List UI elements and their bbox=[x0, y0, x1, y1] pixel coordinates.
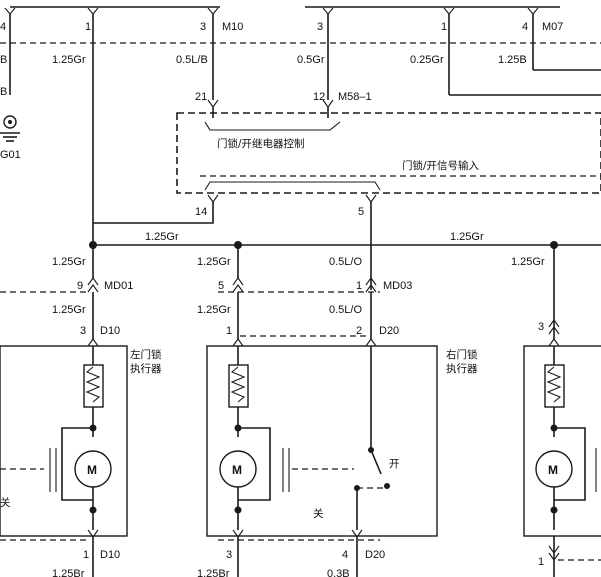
left-actuator: 1.25Gr 9 MD01 1.25Gr 3 D10 左门锁 执行器 M 关 1… bbox=[0, 245, 162, 577]
mid-pin-2: 2 bbox=[356, 325, 362, 337]
top-pin-4b: 4 bbox=[522, 21, 528, 33]
left-pin-9: 9 bbox=[77, 280, 83, 292]
mid-wire-a: 1.25Gr bbox=[197, 256, 231, 268]
mid-wire-c: 1.25Gr bbox=[197, 304, 231, 316]
wire-05gr-top: 0.5Gr bbox=[297, 54, 325, 66]
pin-21: 21 bbox=[195, 91, 207, 103]
mid-wire-out-2: 0.3B bbox=[327, 568, 350, 577]
door-lock-controller: 门锁/开继电器控制 门锁/开信号输入 14 5 bbox=[93, 112, 601, 290]
connector-d20: D20 bbox=[379, 325, 399, 337]
left-wire-in: 1.25Gr bbox=[52, 256, 86, 268]
connector-m58-1: M58–1 bbox=[338, 91, 372, 103]
left-wire-in2: 1.25Gr bbox=[52, 304, 86, 316]
left-actuator-label-2: 执行器 bbox=[130, 362, 162, 375]
switch-close-label: 关 bbox=[313, 507, 324, 520]
switch-open-label: 开 bbox=[389, 458, 400, 470]
mid-actuator-label-2: 执行器 bbox=[446, 362, 478, 375]
ground-g01: G01 bbox=[0, 149, 21, 161]
wire-05lb-top: 0.5L/B bbox=[176, 54, 208, 66]
connector-d10: D10 bbox=[100, 325, 120, 337]
signal-input-label: 门锁/开信号输入 bbox=[402, 159, 480, 172]
rear-actuator: 1.25Gr 3 M 1 bbox=[511, 245, 601, 577]
top-pin-1b: 1 bbox=[441, 21, 447, 33]
mid-wire-out-1: 1.25Br bbox=[197, 568, 230, 577]
connector-md01: MD01 bbox=[104, 280, 133, 292]
wire-025gr-top: 0.25Gr bbox=[410, 54, 444, 66]
connector-d10-bottom: D10 bbox=[100, 549, 120, 561]
right-motor: M bbox=[548, 463, 558, 477]
left-motor: M bbox=[87, 463, 97, 477]
pin-12: 12 bbox=[313, 91, 325, 103]
top-section: 4 1 3 M10 3 1 4 M07 B 1.25Gr 0.5L/B 0.5G… bbox=[0, 6, 601, 245]
connector-md03: MD03 bbox=[383, 280, 412, 292]
mid-pin-5: 5 bbox=[218, 280, 224, 292]
top-pin-3a: 3 bbox=[200, 21, 206, 33]
right-pin-1-bottom: 1 bbox=[538, 556, 544, 568]
bus-wire-right: 1.25Gr bbox=[450, 231, 484, 243]
right-pin-3: 3 bbox=[538, 321, 544, 333]
wire-b-top: B bbox=[0, 54, 7, 66]
mid-pin-3-bottom: 3 bbox=[226, 549, 232, 561]
right-wire-in: 1.25Gr bbox=[511, 256, 545, 268]
top-pin-1: 1 bbox=[85, 21, 91, 33]
left-wire-out: 1.25Br bbox=[52, 568, 85, 577]
mid-motor: M bbox=[232, 463, 242, 477]
wire-b-ground: B bbox=[0, 86, 7, 98]
mid-actuator-label-1: 右门锁 bbox=[446, 348, 478, 361]
connector-m07: M07 bbox=[542, 21, 563, 33]
left-close-label: 关 bbox=[0, 496, 11, 509]
relay-control-label: 门锁/开继电器控制 bbox=[217, 137, 305, 150]
right-front-actuator: 1.25Gr 0.5L/O 5 1 MD03 1.25Gr 0.5L/O 1 2… bbox=[197, 245, 478, 577]
mid-wire-b: 0.5L/O bbox=[329, 256, 362, 268]
pin-5-controller: 5 bbox=[358, 206, 364, 218]
wire-125b-top: 1.25B bbox=[498, 54, 527, 66]
mid-pin-1: 1 bbox=[356, 280, 362, 292]
top-pin-4: 4 bbox=[0, 21, 6, 33]
bus-wire-left: 1.25Gr bbox=[145, 231, 179, 243]
ground-bus: 1.25Gr 1.25Gr bbox=[89, 231, 601, 249]
left-pin-3: 3 bbox=[80, 325, 86, 337]
top-pin-3b: 3 bbox=[317, 21, 323, 33]
wire-125gr-top: 1.25Gr bbox=[52, 54, 86, 66]
mid-pin-1b: 1 bbox=[226, 325, 232, 337]
mid-pin-4-bottom: 4 bbox=[342, 549, 348, 561]
connector-d20-bottom: D20 bbox=[365, 549, 385, 561]
mid-wire-d: 0.5L/O bbox=[329, 304, 362, 316]
connector-m10: M10 bbox=[222, 21, 243, 33]
pin-14: 14 bbox=[195, 206, 207, 218]
left-actuator-label-1: 左门锁 bbox=[130, 348, 162, 361]
left-pin-1-bottom: 1 bbox=[83, 549, 89, 561]
